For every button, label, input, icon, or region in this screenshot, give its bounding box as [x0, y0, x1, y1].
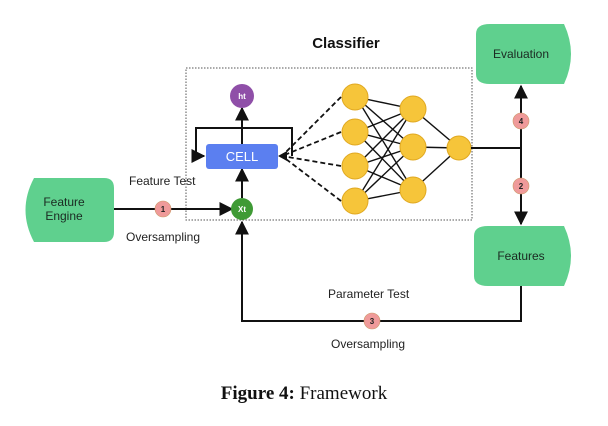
badge-2: 2 [512, 177, 530, 195]
badge-1-label: 1 [161, 205, 166, 214]
features-feedback-path [235, 220, 522, 322]
feature-test-label: Feature Test [129, 174, 196, 188]
caption-text: Framework [300, 383, 388, 404]
cell-to-input-layer-dashed [281, 96, 342, 202]
evaluation-label: Evaluation [493, 47, 549, 61]
ht-node: ht [230, 84, 254, 108]
badge-1: 1 [154, 200, 172, 218]
badge-3: 3 [363, 312, 381, 330]
badge-4: 4 [512, 112, 530, 130]
input-layer [341, 83, 369, 215]
feature-engine-node: Feature Engine [25, 178, 114, 242]
badge-2-label: 2 [519, 182, 524, 191]
caption-label: Figure 4: [221, 383, 295, 404]
xt-node: Xt [231, 198, 253, 220]
parameter-test-label: Parameter Test [328, 287, 410, 301]
badge-3-label: 3 [370, 317, 375, 326]
xt-label: Xt [238, 205, 246, 214]
neuron [399, 95, 427, 123]
evaluation-node: Evaluation [476, 24, 571, 84]
oversampling-left-label: Oversampling [126, 230, 200, 244]
neuron [399, 133, 427, 161]
hidden-layer [399, 95, 427, 204]
neuron [341, 152, 369, 180]
feature-engine-label-line1: Feature [43, 195, 85, 209]
figure-caption: Figure 4: Framework [221, 383, 388, 404]
output-neuron [446, 135, 472, 161]
neuron [341, 83, 369, 111]
cell-node: CELL [206, 144, 278, 169]
oversampling-bottom-label: Oversampling [331, 337, 405, 351]
badge-4-label: 4 [519, 117, 524, 126]
neuron [341, 118, 369, 146]
neuron [341, 187, 369, 215]
classifier-title: Classifier [312, 35, 380, 52]
neuron [399, 176, 427, 204]
features-node: Features [474, 226, 571, 286]
recurrent-loop-arrow [195, 127, 293, 156]
features-label: Features [497, 249, 544, 263]
ht-label: ht [238, 92, 246, 101]
feature-engine-label-line2: Engine [45, 209, 83, 223]
dashed-arrowhead [278, 151, 287, 161]
cell-label: CELL [226, 149, 259, 164]
